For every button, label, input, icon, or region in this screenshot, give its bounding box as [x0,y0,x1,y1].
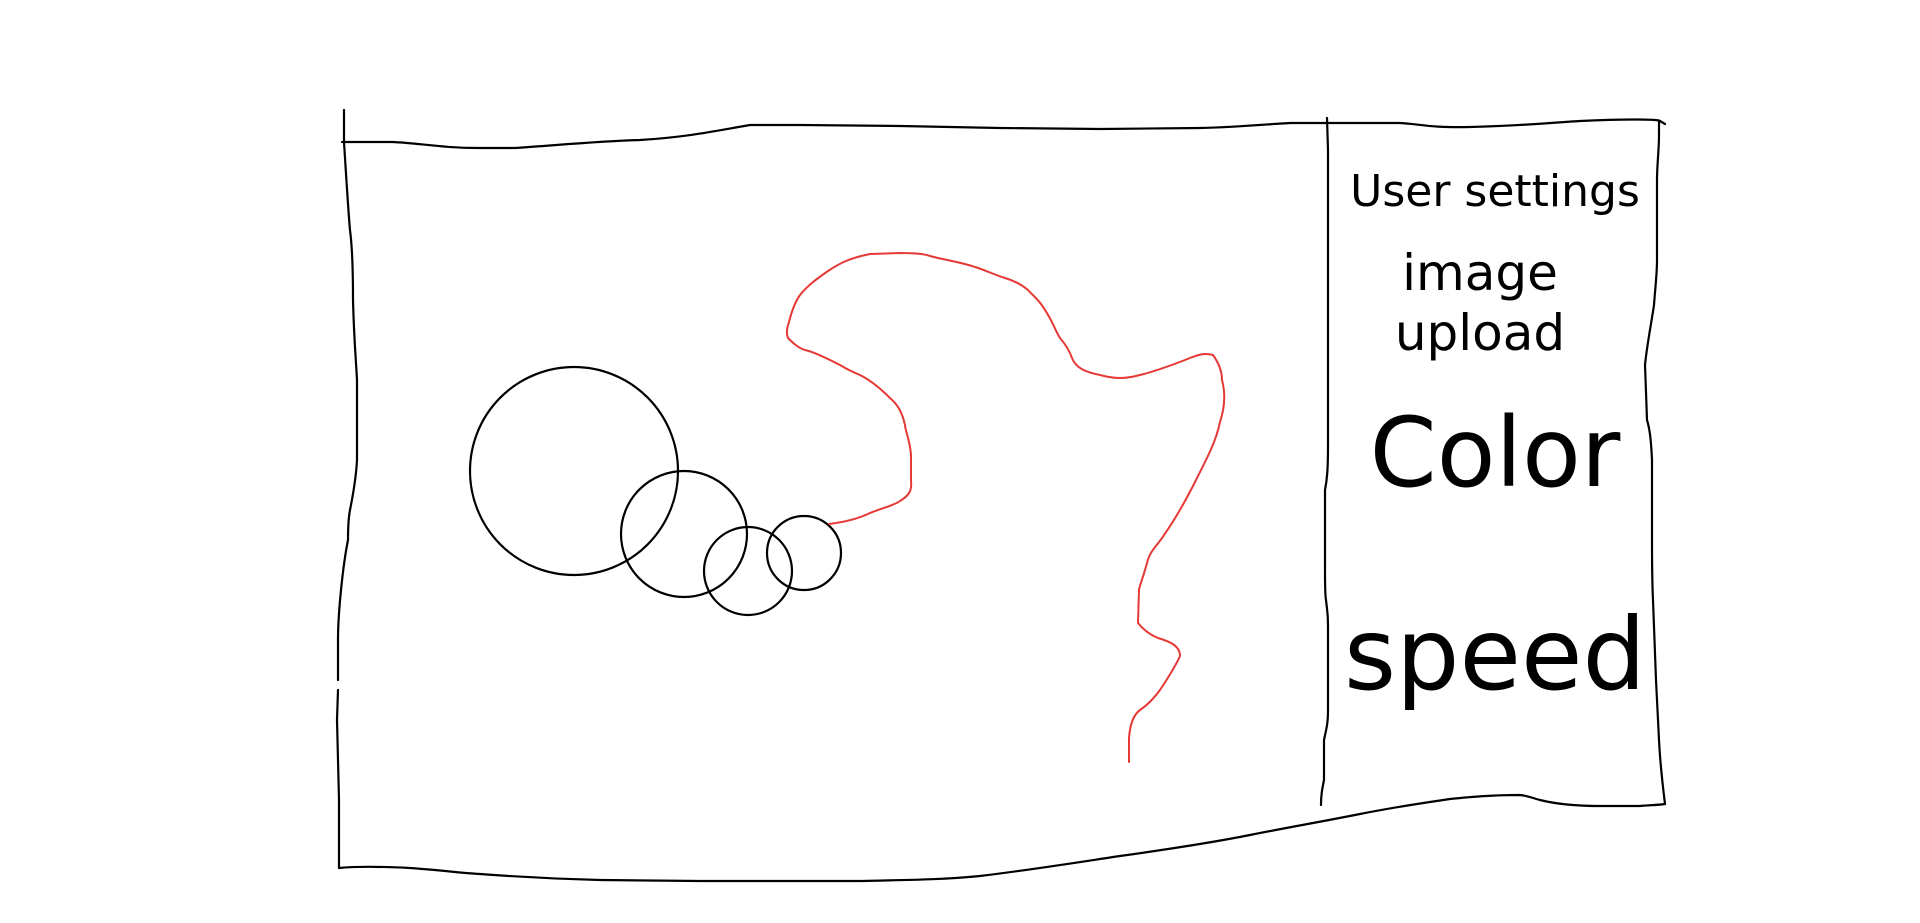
circle-large [468,365,680,577]
circle-medium [619,469,749,599]
color-label[interactable]: Color [1369,397,1621,509]
settings-title: User settings [1350,166,1640,217]
circle-smallest [765,514,843,592]
circle-small [702,525,794,617]
image-upload-label[interactable]: image upload [1394,244,1566,362]
red-freehand-path [785,252,1226,763]
canvas-frame-top [340,118,1667,150]
settings-panel-divider [1319,116,1330,807]
circle-group [468,365,843,617]
canvas-frame [335,108,1667,883]
canvas-frame-right [1643,119,1667,806]
canvas-frame-left-lower [335,688,341,870]
speed-label[interactable]: speed [1343,596,1647,713]
canvas-frame-bottom [337,793,1667,883]
canvas-frame-left [336,140,359,682]
